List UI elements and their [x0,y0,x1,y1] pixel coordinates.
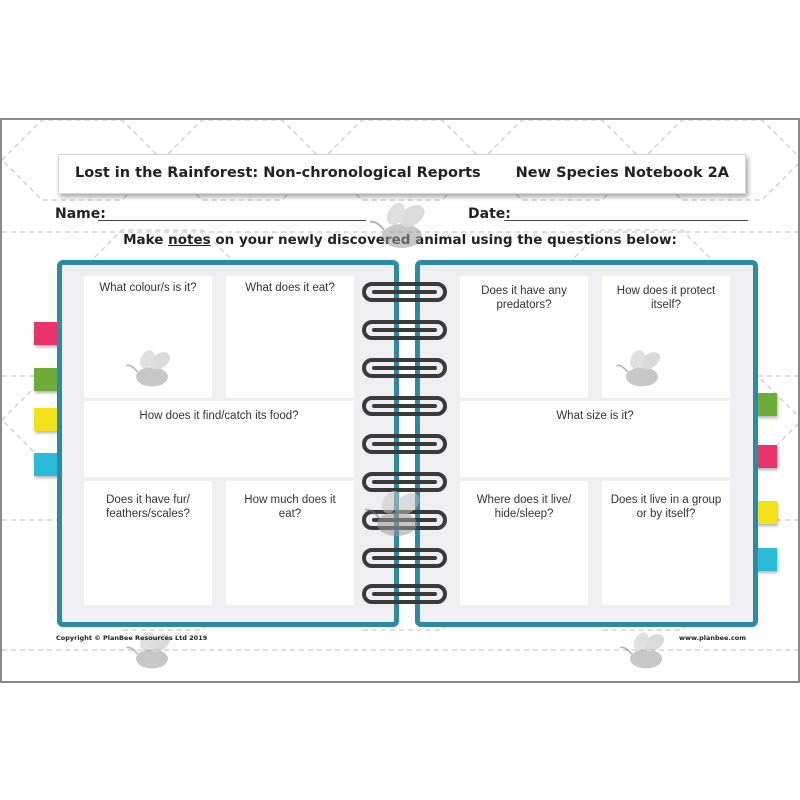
website-text: www.planbee.com [679,634,746,642]
notebook-right-page: Does it have any predators? How does it … [415,260,758,627]
notebook-left-page: What colour/s is it? What does it eat? H… [57,260,399,627]
answer-box-find-food[interactable]: How does it find/catch its food? [84,401,354,477]
answer-box-eat[interactable]: What does it eat? [226,276,354,398]
bee-watermark-icon [126,350,171,387]
spiral-ring [362,358,447,378]
question-find-food: How does it find/catch its food? [139,410,299,422]
question-group: Does it live in a group or by itself? [610,494,722,520]
instruction-emphasis: notes [168,232,211,248]
spiral-ring [362,320,447,340]
date-field[interactable] [504,220,748,221]
question-colour: What colour/s is it? [99,282,197,294]
question-how-much: How much does it eat? [244,494,336,520]
instruction-text: Make notes on your newly discovered anim… [2,232,798,248]
bee-watermark-icon [369,202,425,248]
answer-box-predators[interactable]: Does it have any predators? [460,276,588,398]
answer-box-fur[interactable]: Does it have fur/ feathers/scales? [84,481,212,605]
spiral-ring [362,434,447,454]
answer-box-protect[interactable]: How does it protect itself? [602,276,730,398]
spiral-ring [362,472,447,492]
bee-watermark-icon [616,350,661,387]
instruction-after: on your newly discovered animal using th… [210,232,677,248]
answer-box-size[interactable]: What size is it? [460,401,730,477]
bee-watermark-icon [126,632,171,669]
date-label: Date: [468,206,511,222]
instruction-before: Make [123,232,169,248]
copyright-text: Copyright © PlanBee Resources Ltd 2019 [56,634,208,642]
question-eat: What does it eat? [245,282,335,294]
header-bar: Lost in the Rainforest: Non-chronologica… [58,154,746,194]
spiral-ring [362,548,447,568]
name-label: Name: [55,206,106,222]
answer-box-live[interactable]: Where does it live/ hide/sleep? [460,481,588,605]
question-predators: Does it have any predators? [481,285,567,311]
question-protect: How does it protect itself? [616,285,716,311]
question-size: What size is it? [556,410,634,422]
worksheet-title: Lost in the Rainforest: Non-chronologica… [75,165,481,181]
answer-box-group[interactable]: Does it live in a group or by itself? [602,481,730,605]
question-live: Where does it live/ hide/sleep? [476,494,572,520]
spiral-ring [362,396,447,416]
answer-box-how-much[interactable]: How much does it eat? [226,481,354,605]
worksheet-code: New Species Notebook 2A [515,165,729,181]
worksheet: Lost in the Rainforest: Non-chronologica… [0,118,800,683]
name-field[interactable] [98,220,366,221]
spiral-ring [362,584,447,604]
question-fur: Does it have fur/ feathers/scales? [106,494,190,520]
spiral-ring [362,282,447,302]
bee-watermark-icon [620,632,665,669]
bee-watermark-icon [364,490,420,536]
